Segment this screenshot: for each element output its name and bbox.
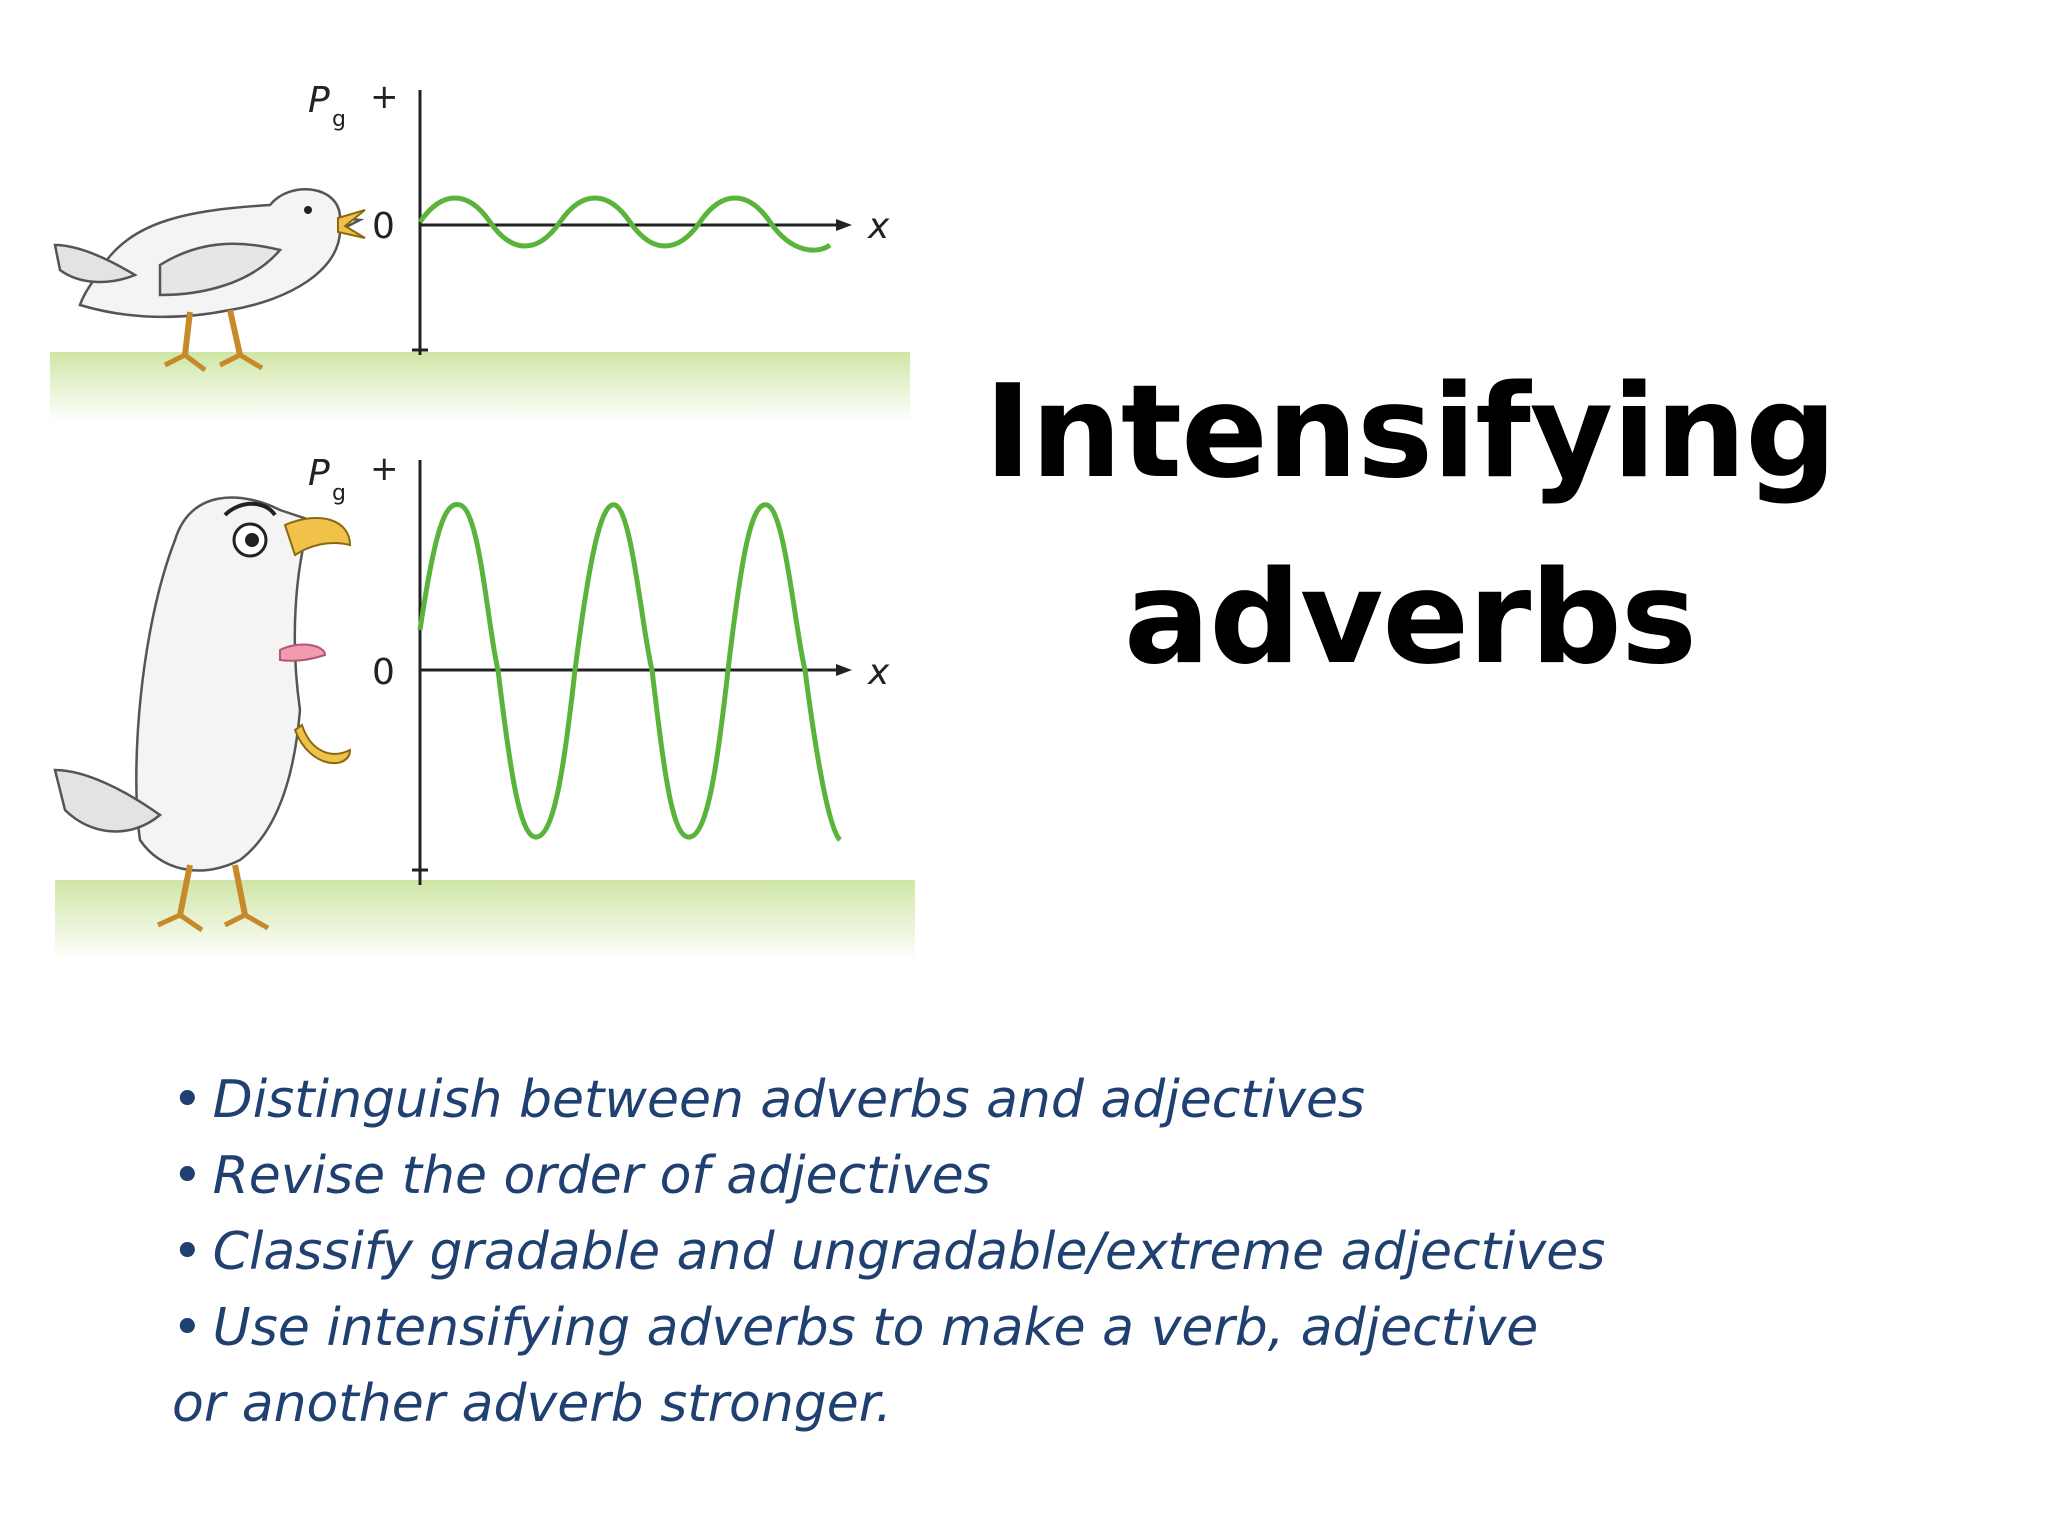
zero-label-top: 0 (372, 206, 395, 247)
objectives-list: •Distinguish between adverbs and adjecti… (172, 1062, 1892, 1442)
x-axis-arrow-top (836, 219, 852, 231)
y-axis-label-bottom: P (308, 453, 330, 494)
x-axis-label-bottom: x (867, 652, 890, 693)
x-axis-arrow-bottom (836, 664, 852, 676)
bird-quiet-icon (53, 188, 366, 372)
bullet-mark: • (172, 1070, 203, 1130)
top-panel: P g + 0 x (50, 77, 910, 422)
slide-title: Intensifying adverbs (960, 340, 1860, 712)
list-item: •Distinguish between adverbs and adjecti… (172, 1062, 1892, 1138)
x-axis-label-top: x (867, 206, 890, 247)
bullet-text: Revise the order of adjectives (212, 1146, 991, 1206)
y-axis-subscript-bottom: g (332, 481, 346, 506)
bottom-panel: P g + 0 x (53, 449, 915, 960)
plus-label-top: + (370, 77, 399, 117)
sound-wave-figure: P g + 0 x (40, 70, 920, 970)
bullet-mark: • (172, 1298, 203, 1358)
bullet-text: or another adverb stronger. (172, 1374, 892, 1434)
list-item: •Use intensifying adverbs to make a verb… (172, 1290, 1892, 1366)
title-line-2: adverbs (1123, 544, 1697, 693)
ground-strip-bottom (55, 880, 915, 960)
plus-label-bottom: + (370, 449, 399, 489)
ground-strip-top (50, 352, 910, 422)
bullet-text: Distinguish between adverbs and adjectiv… (212, 1070, 1366, 1130)
bird-loud-icon (53, 496, 352, 933)
wave-small-amplitude (417, 195, 832, 253)
list-item: •Classify gradable and ungradable/extrem… (172, 1214, 1892, 1290)
bullet-mark: • (172, 1146, 203, 1206)
y-axis-subscript-top: g (332, 107, 346, 132)
bullet-text: Classify gradable and ungradable/extreme… (212, 1222, 1606, 1282)
sound-wave-illustration: P g + 0 x (50, 77, 915, 960)
title-line-1: Intensifying (984, 358, 1837, 507)
zero-label-bottom: 0 (372, 652, 395, 693)
list-item: or another adverb stronger. (172, 1366, 1892, 1442)
list-item: •Revise the order of adjectives (172, 1138, 1892, 1214)
bullet-text: Use intensifying adverbs to make a verb,… (212, 1298, 1539, 1358)
wave-large-amplitude (417, 502, 842, 842)
bullet-mark: • (172, 1222, 203, 1282)
y-axis-label-top: P (308, 80, 330, 121)
